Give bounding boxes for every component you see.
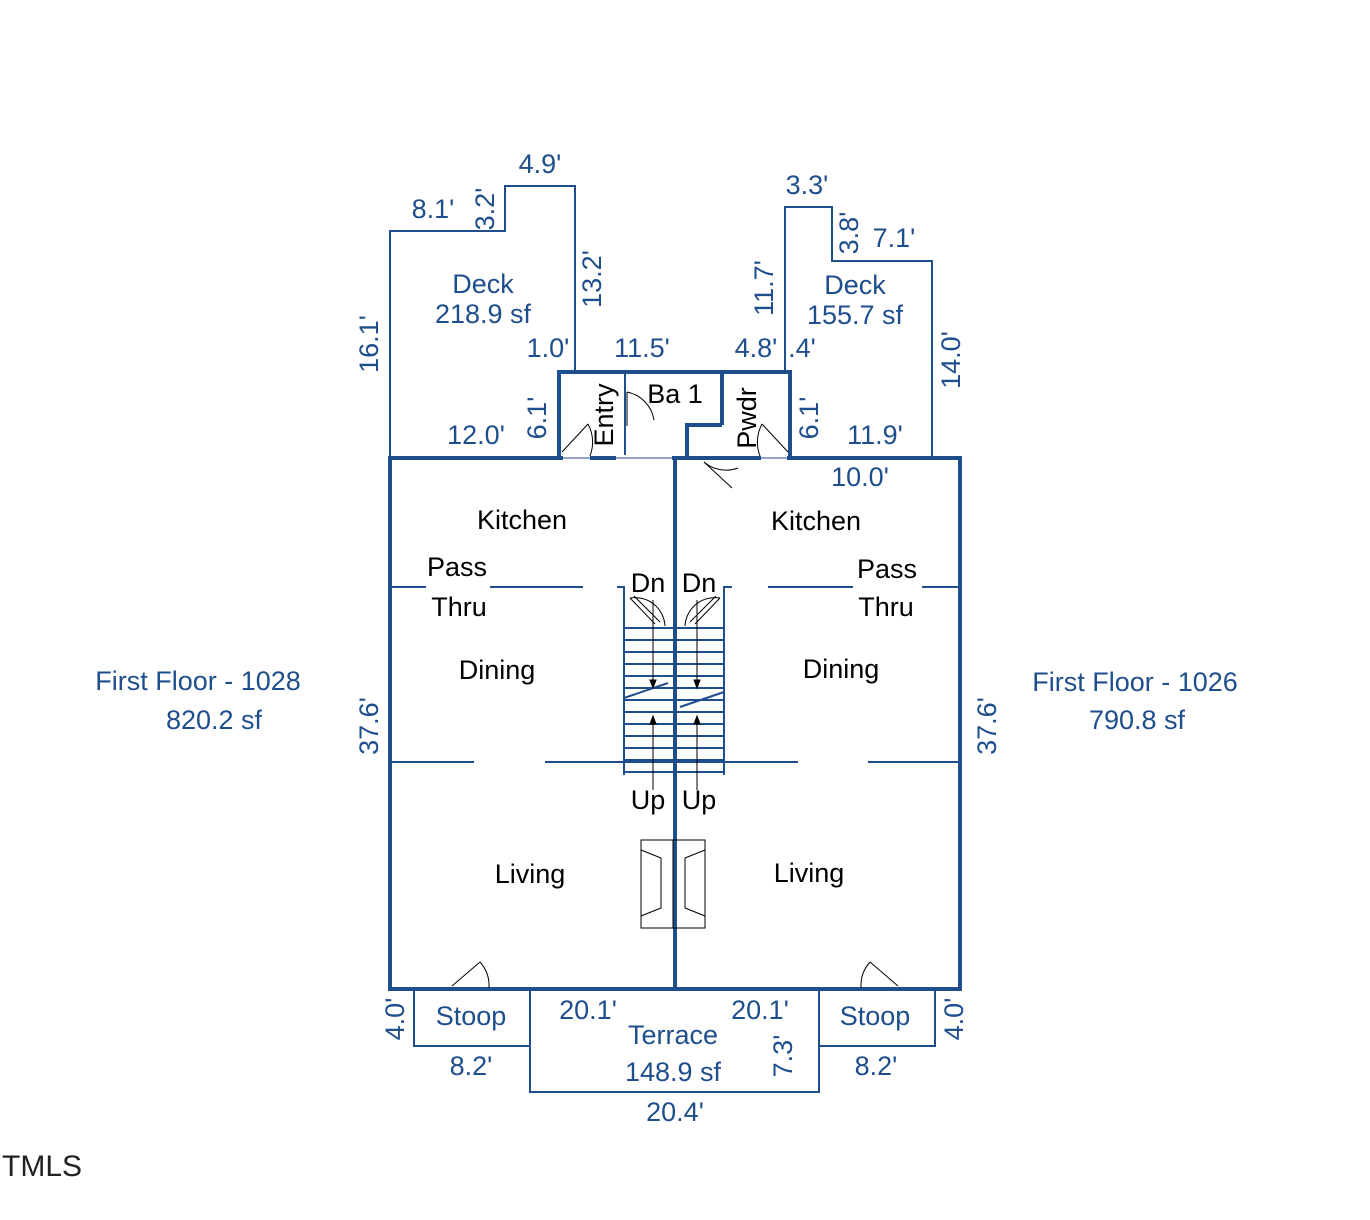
pwdr-dim-top: 4.8' [735, 333, 778, 363]
deck-right-area: 155.7 sf [807, 300, 904, 330]
room-powder: Pwdr [732, 387, 762, 449]
terrace-dim-right: 20.1' [731, 995, 789, 1025]
stair-treads [623, 627, 725, 773]
room-living-left: Living [495, 859, 566, 889]
unit-right-floor-label: First Floor - 1026 [1032, 667, 1238, 697]
bumpout-walls [557, 370, 792, 458]
room-kitchen-left: Kitchen [477, 505, 567, 535]
terrace-label: Terrace [628, 1020, 718, 1050]
bumpout-dim-top: 11.5' [614, 333, 670, 363]
unit-left-floor-label: First Floor - 1028 [95, 666, 301, 696]
room-dining-right: Dining [803, 654, 880, 684]
deck-left-label: Deck [452, 269, 514, 299]
deck-right-label: Deck [824, 270, 886, 300]
stair-up-right: Up [682, 785, 717, 815]
mls-watermark: TMLS [2, 1150, 82, 1183]
deck-left-dim-side: 16.1' [354, 315, 384, 373]
room-kitchen-right: Kitchen [771, 506, 861, 536]
front-door-right-icon [860, 961, 899, 989]
deck-right-dim-left: 11.7' [749, 260, 779, 316]
deck-left-dim-door: 6.1' [522, 397, 552, 440]
stoop-right-label: Stoop [840, 1001, 911, 1031]
stoop-left-dim-depth: 4.0' [380, 998, 410, 1041]
deck-left-dim-step: 3.2' [470, 188, 500, 231]
pwdr-jog [685, 423, 722, 458]
stoop-left-dim-width: 8.2' [450, 1051, 493, 1081]
deck-right-dim-step: 3.8' [834, 212, 864, 255]
deck-right-dim-door: 6.1' [794, 397, 824, 440]
room-bath: Ba 1 [647, 379, 703, 409]
powder-door-icon [703, 461, 739, 489]
terrace-dim-bottom: 20.4' [646, 1097, 704, 1127]
deck-right-dim-top2: 7.1' [873, 223, 916, 253]
fireplace-icon [640, 839, 706, 929]
stoop-right-dim-width: 8.2' [855, 1051, 898, 1081]
terrace-dim-left: 20.1' [559, 995, 617, 1025]
stair-up-left: Up [631, 785, 666, 815]
bath-door-icon [626, 391, 655, 426]
stoop-right-outline [819, 991, 936, 1047]
deck-left-dim-right: 13.2' [577, 250, 607, 308]
rear-door-left-icon [561, 423, 594, 457]
room-entry: Entry [589, 383, 619, 447]
deck-right-dim-jog: .4' [788, 333, 816, 363]
stair-doors-icon [629, 595, 721, 627]
stair-dn-left: Dn [631, 568, 666, 598]
room-pass-left-2: Thru [431, 592, 487, 622]
unit-left-area: 820.2 sf [166, 705, 263, 735]
deck-right-outline [784, 206, 933, 458]
unit-left-depth-dim: 37.6' [354, 697, 384, 755]
deck-left-dim-top: 8.1' [412, 194, 455, 224]
deck-right-dim-right: 14.0' [936, 331, 966, 389]
terrace-outline [529, 991, 820, 1093]
stoop-left-label: Stoop [436, 1001, 507, 1031]
deck-left-dim-bottom: 12.0' [447, 420, 505, 450]
deck-left-dim-top2: 4.9' [519, 149, 562, 179]
deck-right-dim-top: 3.3' [786, 170, 829, 200]
stair-arrows-icon [649, 600, 701, 790]
room-pass-left-1: Pass [427, 552, 487, 582]
stoop-right-dim-depth: 4.0' [939, 998, 969, 1041]
deck-left-area: 218.9 sf [435, 299, 532, 329]
terrace-dim-depth: 7.3' [768, 1035, 798, 1078]
room-pass-right-1: Pass [857, 554, 917, 584]
terrace-area: 148.9 sf [625, 1057, 722, 1087]
stoop-left-outline [413, 991, 530, 1047]
room-dining-left: Dining [459, 655, 536, 685]
deck-left-dim-jog: 1.0' [527, 333, 570, 363]
front-door-left-icon [451, 961, 490, 989]
unit-right-depth-dim: 37.6' [972, 697, 1002, 755]
deck-left-outline [389, 185, 576, 458]
room-living-right: Living [774, 858, 845, 888]
rear-door-right-icon [756, 423, 789, 457]
room-pass-right-2: Thru [858, 592, 914, 622]
deck-right-dim-bottom: 11.9' [847, 420, 903, 450]
stair-dn-right: Dn [682, 568, 717, 598]
deck-right-dim-wall: 10.0' [831, 462, 889, 492]
unit-right-area: 790.8 sf [1089, 705, 1186, 735]
